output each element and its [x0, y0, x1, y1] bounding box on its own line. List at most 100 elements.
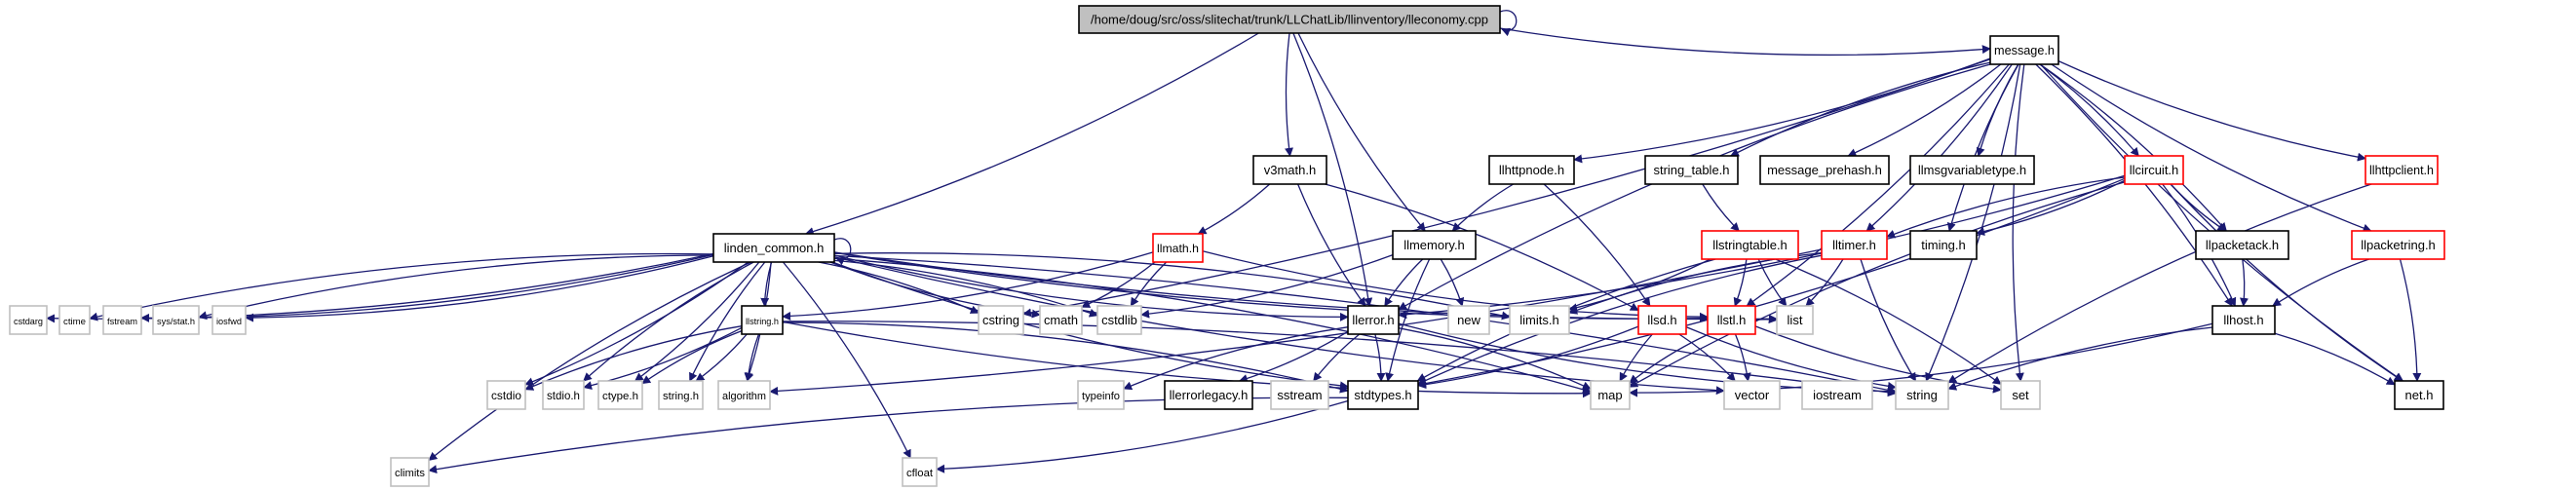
node-label: /home/doug/src/oss/slitechat/trunk/LLCha…: [1091, 13, 1488, 27]
node-llmemory-h[interactable]: llmemory.h: [1392, 230, 1477, 260]
node-llerrorlegacy-h[interactable]: llerrorlegacy.h: [1164, 380, 1253, 410]
node-cmath: cmath: [1039, 305, 1083, 335]
node-label: list: [1788, 313, 1803, 327]
edge-llerror_h-to-llerrorlegacy_h: [1238, 330, 1349, 383]
edge-llstring_h-to-algorithm: [744, 333, 760, 382]
node-llstringtable-h[interactable]: llstringtable.h: [1701, 230, 1799, 260]
edge-llhost_h-to-net_h: [2274, 332, 2396, 386]
node-root[interactable]: /home/doug/src/oss/slitechat/trunk/LLCha…: [1078, 5, 1501, 34]
node-llhost-h[interactable]: llhost.h: [2211, 305, 2276, 335]
node-llmsgvariabletype-h[interactable]: llmsgvariabletype.h: [1909, 155, 2035, 185]
node-label: message.h: [1994, 44, 2055, 57]
node-stdtypes-h[interactable]: stdtypes.h: [1347, 380, 1419, 410]
edge-linden_common_h-to-iosfwd: [245, 255, 714, 322]
node-typeinfo: typeinfo: [1077, 380, 1125, 410]
edge-message_h-to-cstring: [1022, 58, 1991, 318]
node-llpacketring-h[interactable]: llpacketring.h: [2351, 230, 2445, 260]
edge-linden_common_h-to-string_h: [689, 261, 766, 382]
edge-llmemory_h-to-new: [1440, 258, 1465, 307]
edge-message_h-to-llhttpclient_h: [2057, 60, 2366, 162]
node-label: vector: [1735, 388, 1770, 402]
edge-root-to-linden_common_h: [804, 32, 1259, 236]
edge-llpacketring_h-to-net_h: [2399, 258, 2422, 382]
node-box: [2394, 380, 2444, 410]
node-llhttpnode-h[interactable]: llhttpnode.h: [1488, 155, 1575, 185]
node-net-h[interactable]: net.h: [2394, 380, 2444, 410]
node-box: [1644, 155, 1739, 185]
node-box: [1039, 305, 1083, 335]
node-label: llstring.h: [746, 317, 779, 326]
node-new: new: [1447, 305, 1490, 335]
node-label: v3math.h: [1264, 163, 1316, 177]
edge-root-to-message_h: [1499, 27, 1991, 57]
node-message-prehash-h[interactable]: message_prehash.h: [1759, 155, 1890, 185]
edge-llsd_h-to-map: [1619, 333, 1653, 382]
node-llpacketack-h[interactable]: llpacketack.h: [2195, 230, 2289, 260]
node-llsd-h[interactable]: llsd.h: [1637, 305, 1687, 335]
node-box: [1078, 5, 1501, 34]
node-iostream: iostream: [1801, 380, 1873, 410]
node-box: [1776, 305, 1814, 335]
edge-lltimer_h-to-algorithm: [769, 248, 1823, 396]
edge-message_h-to-llstl_h: [1746, 63, 2010, 307]
node-label: sys/stat.h: [157, 317, 195, 326]
node-box: [597, 380, 643, 410]
node-label: stdtypes.h: [1354, 388, 1411, 402]
node-stdio-h: stdio.h: [542, 380, 585, 410]
node-box: [1590, 380, 1631, 410]
node-message-h[interactable]: message.h: [1989, 35, 2059, 65]
node-label: stdio.h: [547, 391, 580, 402]
node-llstring-h[interactable]: llstring.h: [741, 305, 784, 335]
node-box: [1347, 305, 1400, 335]
node-label: llmsgvariabletype.h: [1918, 163, 2026, 177]
node-string-table-h[interactable]: string_table.h: [1644, 155, 1739, 185]
edge-llmath_h-to-llstl_h: [1202, 250, 1709, 321]
node-label: message_prehash.h: [1767, 163, 1882, 177]
node-v3math-h[interactable]: v3math.h: [1252, 155, 1327, 185]
edge-llcircuit_h-to-llerror_h: [1398, 174, 2126, 320]
node-llcircuit-h[interactable]: llcircuit.h: [2124, 155, 2184, 185]
node-timing-h[interactable]: timing.h: [1909, 230, 1978, 260]
node-box: [1347, 380, 1419, 410]
node-label: cstdio: [491, 389, 521, 402]
node-label: sstream: [1277, 388, 1322, 402]
edge-llerror_h-to-stdtypes_h: [1374, 333, 1386, 382]
node-cstdarg: cstdarg: [9, 305, 48, 335]
node-label: cmath: [1044, 313, 1078, 327]
node-label: limits.h: [1519, 313, 1558, 327]
node-label: llstringtable.h: [1712, 238, 1788, 252]
node-llmath-h[interactable]: llmath.h: [1152, 233, 1204, 263]
edge-llpacketack_h-to-llhost_h: [2240, 258, 2249, 307]
node-iosfwd: iosfwd: [211, 305, 247, 335]
node-label: string.h: [663, 391, 699, 402]
edge-llmath_h-to-llstring_h: [782, 251, 1154, 321]
node-linden-common-h[interactable]: linden_common.h: [712, 233, 835, 263]
node-sys-stat-h: sys/stat.h: [152, 305, 200, 335]
node-label: llerrorlegacy.h: [1170, 388, 1249, 402]
node-label: llpacketring.h: [2361, 238, 2436, 252]
node-box: [1152, 233, 1204, 263]
edge-string_table_h-to-llstringtable_h: [1702, 183, 1740, 232]
edge-llstringtable_h-to-set: [1775, 258, 2002, 385]
edge-llstring_h-to-map: [782, 321, 1592, 398]
node-label: ctime: [63, 317, 86, 327]
edge-llstring_h-to-stdtypes_h: [782, 321, 1349, 394]
node-label: ctype.h: [602, 391, 638, 402]
node-box: [1077, 380, 1125, 410]
edge-llstring_h-to-ctype_h: [641, 329, 743, 385]
node-llstl-h[interactable]: llstl.h: [1707, 305, 1756, 335]
node-box: [1392, 230, 1477, 260]
edge-linden_common_h-to-stdtypes_h: [831, 261, 1349, 391]
node-box: [2365, 155, 2439, 185]
node-list: list: [1776, 305, 1814, 335]
node-label: llerror.h: [1352, 313, 1394, 327]
node-lltimer-h[interactable]: lltimer.h: [1821, 230, 1888, 260]
edge-llmemory_h-to-cstdlib: [1140, 253, 1394, 319]
node-map: map: [1590, 380, 1631, 410]
node-llhttpclient-h[interactable]: llhttpclient.h: [2365, 155, 2439, 185]
edge-llstring_h-to-string_h: [695, 333, 748, 382]
node-box: [1707, 305, 1756, 335]
node-box: [1252, 155, 1327, 185]
node-llerror-h[interactable]: llerror.h: [1347, 305, 1400, 335]
